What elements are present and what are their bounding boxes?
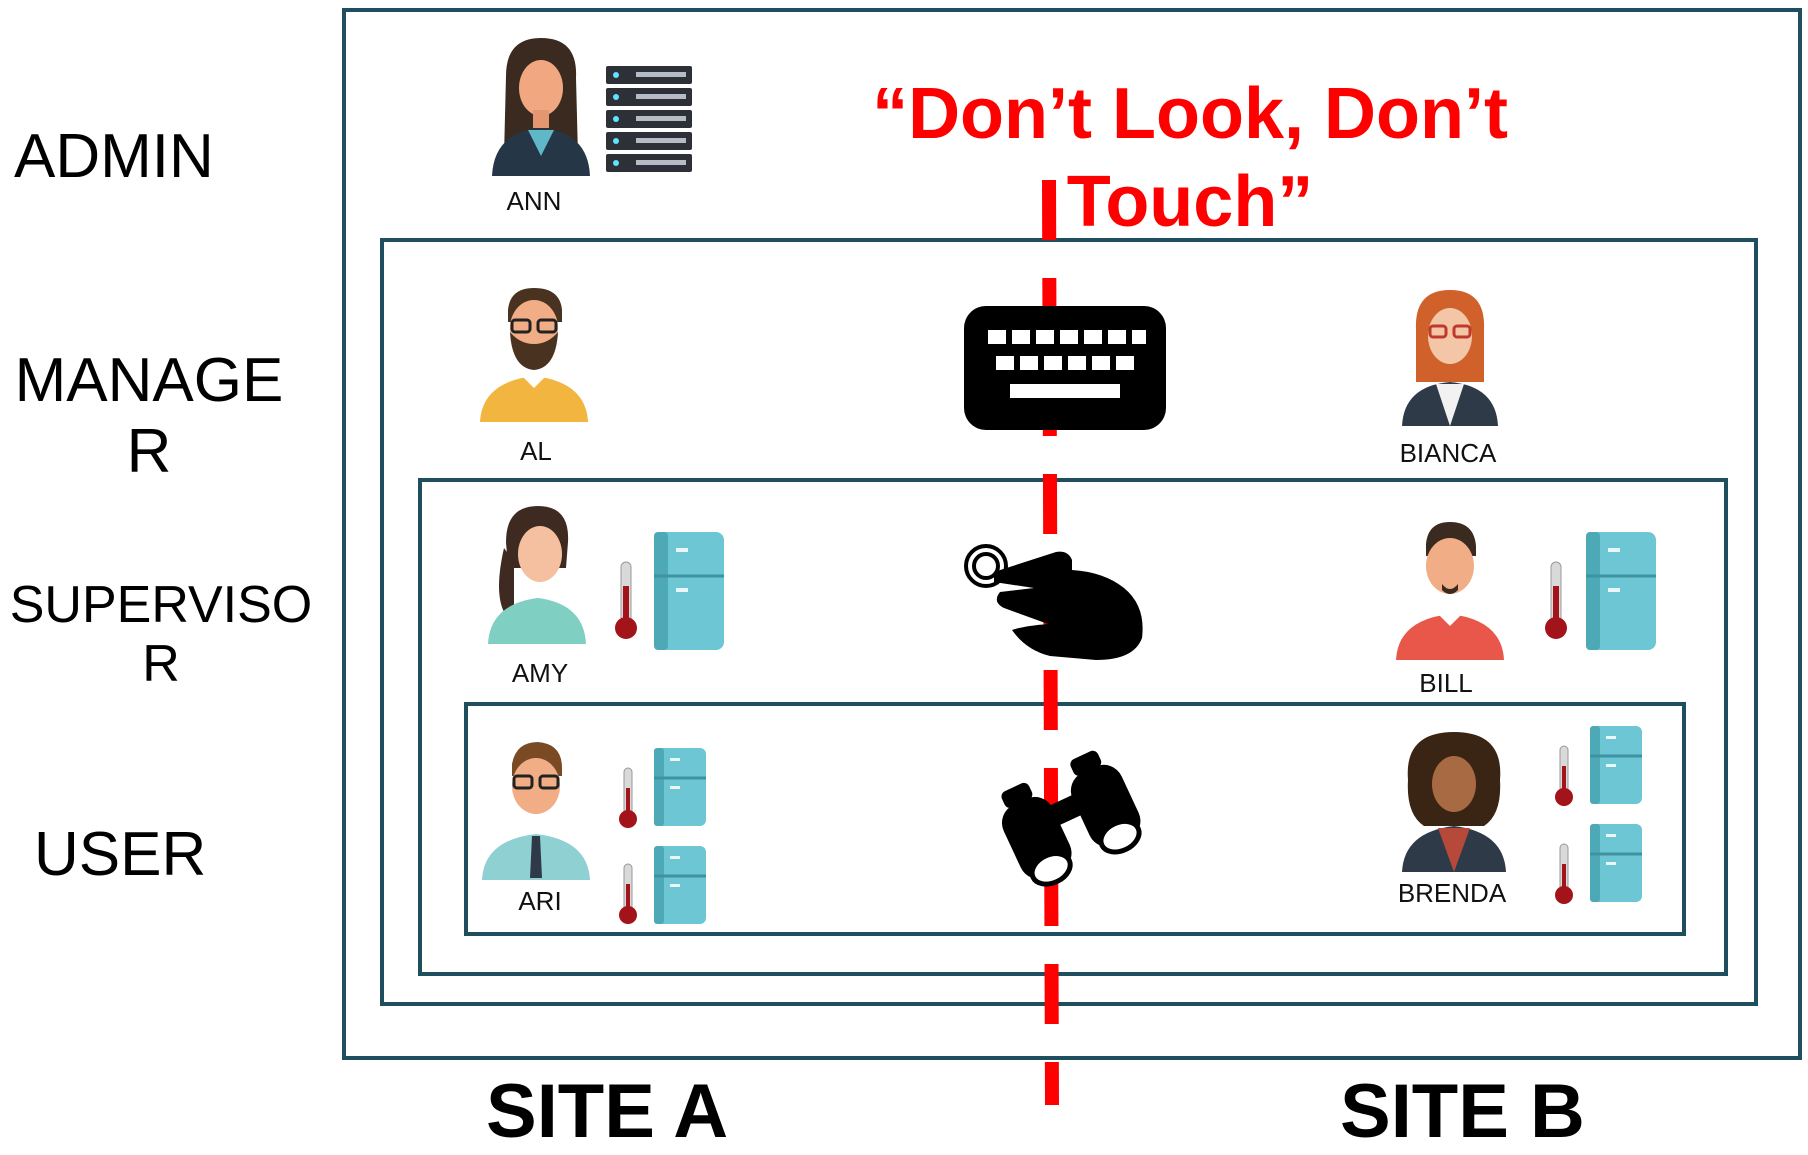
touch-gesture-icon xyxy=(964,544,1143,660)
person-bianca-name: BIANCA xyxy=(1399,438,1497,468)
site-b-label: SITE B xyxy=(1340,1069,1585,1154)
user-frame xyxy=(464,702,1686,936)
thermometer-icon xyxy=(619,767,637,828)
quote-line2: Touch” xyxy=(1066,162,1314,242)
refrigerator-icon xyxy=(1590,824,1642,902)
site-a-label: SITE A xyxy=(486,1069,729,1154)
thermometer-icon xyxy=(1545,561,1567,639)
quote-line1: “Don’t Look, Don’t xyxy=(872,74,1508,154)
person-ari-name: ARI xyxy=(518,886,562,916)
refrigerator-icon xyxy=(654,532,724,650)
person-bill-avatar-icon xyxy=(1396,522,1504,660)
quote-text: “Don’t Look, Don’t Touch” xyxy=(800,70,1580,246)
thermometer-icon xyxy=(1555,745,1573,806)
role-label-supervisor-line1: SUPERVISO xyxy=(9,576,313,634)
keyboard-icon xyxy=(964,306,1166,430)
person-amy-avatar-icon xyxy=(488,506,586,644)
person-bianca-avatar-icon xyxy=(1402,290,1498,426)
person-brenda-name: BRENDA xyxy=(1397,878,1507,908)
person-ari-avatar-icon xyxy=(482,742,590,880)
role-label-supervisor-line2: R xyxy=(142,635,180,694)
person-brenda-avatar-icon xyxy=(1402,732,1506,872)
refrigerator-icon xyxy=(654,846,706,924)
person-al-name: AL xyxy=(520,436,552,466)
role-label-manager: MANAGE R xyxy=(14,346,284,487)
person-ann-avatar-icon xyxy=(492,38,590,176)
refrigerator-icon xyxy=(654,748,706,826)
person-bill-name: BILL xyxy=(1419,668,1473,698)
thermometer-icon xyxy=(1555,843,1573,904)
role-label-manager-line1: MANAGE xyxy=(14,346,284,415)
refrigerator-icon xyxy=(1586,532,1656,650)
server-rack-icon xyxy=(606,66,692,172)
person-al-avatar-icon xyxy=(480,288,588,422)
refrigerator-icon xyxy=(1590,726,1642,804)
binoculars-icon xyxy=(1001,750,1142,887)
admin-frame xyxy=(342,8,1802,1060)
supervisor-frame xyxy=(418,478,1728,976)
manager-frame xyxy=(380,238,1758,1006)
person-ann-name: ANN xyxy=(506,186,562,216)
person-amy-name: AMY xyxy=(511,658,569,688)
role-label-admin: ADMIN xyxy=(14,122,214,191)
thermometer-icon xyxy=(619,863,637,924)
thermometer-icon xyxy=(615,561,637,639)
role-label-user: USER xyxy=(34,820,207,889)
role-label-manager-line2: R xyxy=(126,416,172,486)
role-label-supervisor: SUPERVISO R xyxy=(6,576,316,695)
